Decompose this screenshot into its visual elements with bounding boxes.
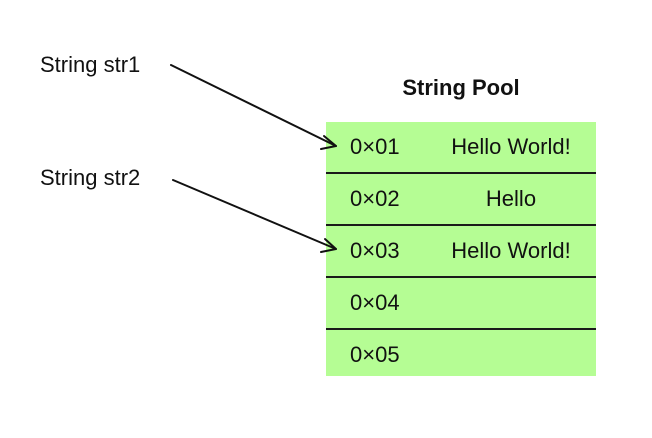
pool-address: 0×04 bbox=[350, 290, 400, 315]
variable-str2-label: String str2 bbox=[40, 165, 141, 190]
string-pool-table: 0×01 Hello World! 0×02 Hello 0×03 Hello … bbox=[326, 122, 596, 376]
string-pool-title: String Pool bbox=[402, 75, 520, 100]
arrow-str1-to-0x01 bbox=[170, 64, 337, 150]
pool-address: 0×03 bbox=[350, 238, 400, 263]
arrow-str2-to-0x03 bbox=[172, 179, 337, 253]
pool-address: 0×02 bbox=[350, 186, 400, 211]
pool-address: 0×05 bbox=[350, 342, 400, 367]
pool-value: Hello bbox=[485, 186, 537, 211]
pool-row-0x03: 0×03 Hello World! bbox=[326, 226, 596, 278]
pool-value: Hello World! bbox=[451, 238, 571, 263]
pool-row-0x02: 0×02 Hello bbox=[326, 174, 596, 226]
pool-row-0x04: 0×04 bbox=[326, 278, 596, 330]
variable-str1-label: String str1 bbox=[40, 52, 141, 77]
pool-value: Hello World! bbox=[451, 134, 571, 159]
pool-address: 0×01 bbox=[350, 134, 400, 159]
pool-row-0x05: 0×05 bbox=[326, 330, 596, 376]
pool-row-0x01: 0×01 Hello World! bbox=[326, 122, 596, 174]
